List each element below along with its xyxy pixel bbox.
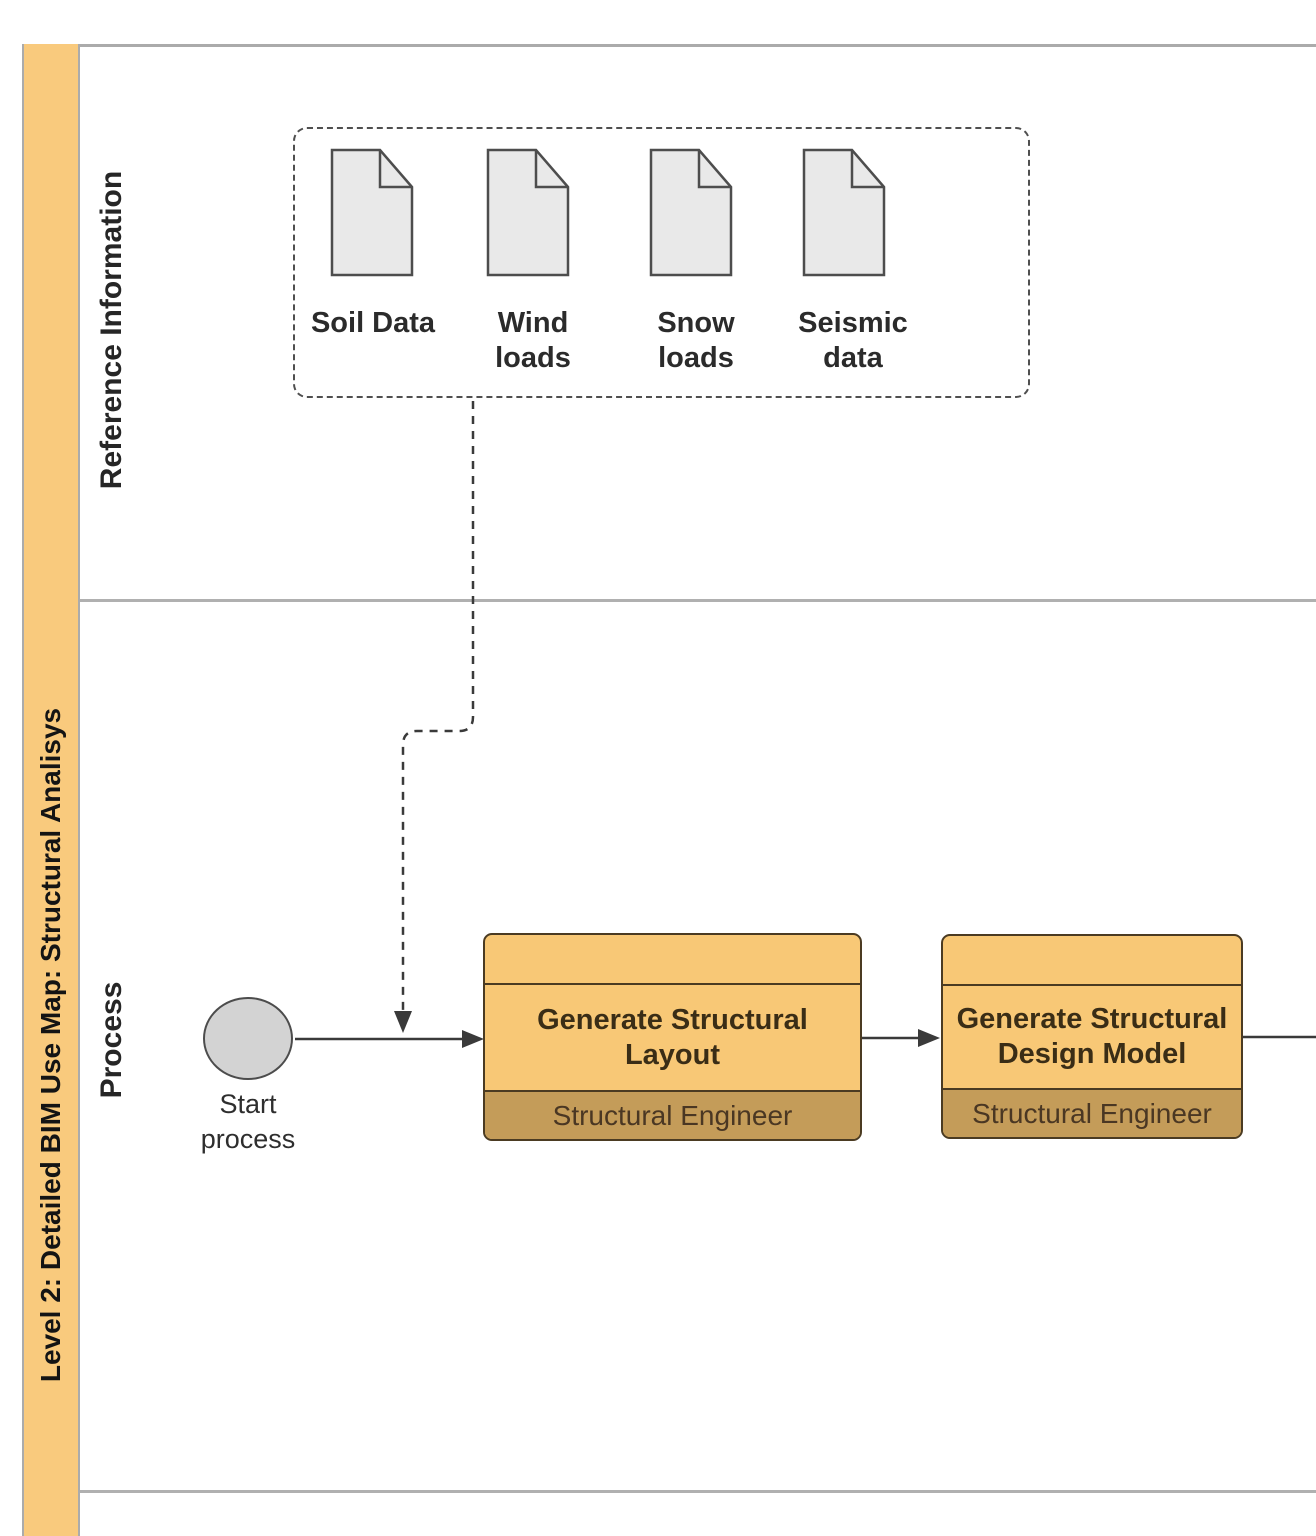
document-icon[interactable] bbox=[486, 148, 570, 277]
document-label: Snow loads bbox=[657, 307, 735, 374]
association-arrowhead bbox=[394, 1011, 412, 1033]
task-header-strip bbox=[943, 936, 1241, 986]
sequence-flow-arrowhead bbox=[918, 1029, 940, 1047]
document-page[interactable] bbox=[330, 148, 414, 277]
document-fold bbox=[850, 150, 884, 189]
document-page[interactable] bbox=[649, 148, 733, 277]
task-role-band: Structural Engineer bbox=[943, 1088, 1241, 1137]
task-role-band: Structural Engineer bbox=[485, 1090, 860, 1139]
document-icon[interactable] bbox=[649, 148, 733, 277]
document-label: Seismic data bbox=[798, 307, 908, 374]
document-page[interactable] bbox=[486, 148, 570, 277]
task-title: Generate Structural Design Model bbox=[956, 1003, 1228, 1070]
lane-label-reference-information: Reference Information bbox=[95, 170, 128, 490]
start-event-circle[interactable] bbox=[203, 997, 293, 1080]
pool-title: Level 2: Detailed BIM Use Map: Structura… bbox=[35, 707, 66, 1383]
task-generate-structural-design-model[interactable]: Generate Structural Design Model Structu… bbox=[941, 934, 1243, 1139]
document-icon[interactable] bbox=[330, 148, 414, 277]
task-title: Generate Structural Layout bbox=[537, 1003, 808, 1071]
sequence-flow-arrowhead bbox=[462, 1030, 484, 1048]
document-icon[interactable] bbox=[802, 148, 886, 277]
pool-title-band[interactable] bbox=[22, 44, 80, 1536]
reference-data-group[interactable] bbox=[293, 127, 1030, 398]
document-fold bbox=[378, 150, 412, 189]
lane-divider bbox=[80, 1490, 1316, 1493]
task-generate-structural-layout[interactable]: Generate Structural Layout Structural En… bbox=[483, 933, 862, 1141]
start-event-label: Start process bbox=[200, 1089, 296, 1154]
association-dashed-connector bbox=[401, 401, 475, 1012]
document-page[interactable] bbox=[802, 148, 886, 277]
lane-divider bbox=[80, 599, 1316, 602]
document-fold bbox=[697, 150, 731, 189]
document-label: Soil Data bbox=[310, 307, 436, 339]
task-header-strip bbox=[485, 935, 860, 985]
document-label: Wind loads bbox=[495, 307, 571, 374]
pool-top-border bbox=[22, 44, 1316, 47]
document-fold bbox=[534, 150, 568, 189]
lane-label-process: Process bbox=[95, 981, 128, 1099]
